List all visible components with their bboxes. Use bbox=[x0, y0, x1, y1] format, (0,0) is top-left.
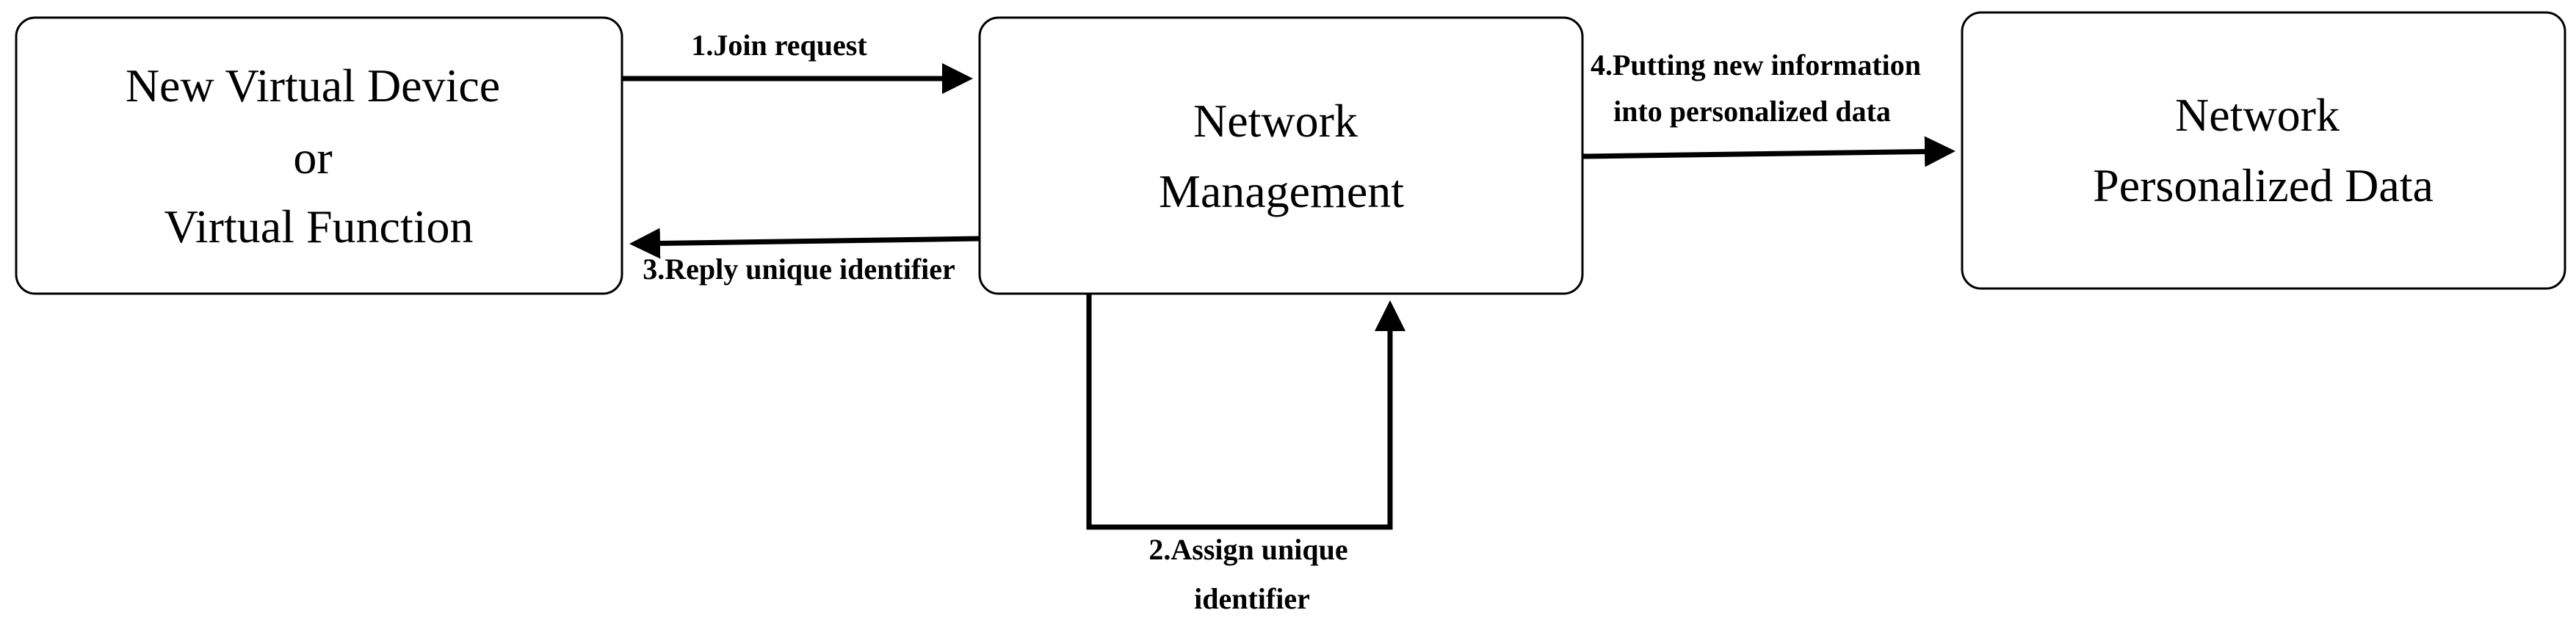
loop-arrow bbox=[1086, 294, 1405, 530]
edge-label-line: 2.Assign unique bbox=[1148, 533, 1347, 566]
edge-reply-unique-identifier: 3.Reply unique identifier bbox=[629, 228, 980, 286]
node-label-line: or bbox=[293, 131, 332, 184]
node-label: Network Management bbox=[1159, 95, 1404, 217]
node-label-line: New Virtual Device bbox=[126, 59, 500, 112]
edge-label-line: 4.Putting new information bbox=[1591, 48, 1921, 81]
edge-label: 2.Assign unique identifier bbox=[1148, 533, 1355, 615]
edge-label: 4.Putting new information into personali… bbox=[1591, 48, 1928, 128]
edge-join-request: 1.Join request bbox=[622, 29, 973, 94]
node-label: New Virtual Device or Virtual Function bbox=[126, 59, 512, 253]
node-new-virtual-device: New Virtual Device or Virtual Function bbox=[15, 16, 623, 295]
node-label-line: Management bbox=[1159, 165, 1404, 217]
node-box bbox=[1961, 11, 2566, 290]
edge-label-line: into personalized data bbox=[1613, 95, 1891, 128]
edge-label-line: 1.Join request bbox=[691, 29, 867, 62]
node-box bbox=[978, 16, 1584, 295]
edge-label: 3.Reply unique identifier bbox=[643, 253, 955, 286]
edge-label-line: 3.Reply unique identifier bbox=[643, 253, 955, 286]
node-box bbox=[15, 16, 623, 295]
edge-putting-new-information: 4.Putting new information into personali… bbox=[1582, 48, 1955, 167]
edge-label-line: identifier bbox=[1194, 582, 1310, 615]
edge-assign-unique-identifier: 2.Assign unique identifier bbox=[1086, 294, 1405, 615]
node-label-line: Virtual Function bbox=[164, 200, 474, 253]
node-label-line: Personalized Data bbox=[2093, 159, 2434, 211]
node-label-line: Network bbox=[1193, 95, 1358, 147]
edge-label: 1.Join request bbox=[691, 29, 867, 62]
node-label-line: Network bbox=[2175, 89, 2340, 141]
node-network-management: Network Management bbox=[978, 16, 1584, 295]
node-label: Network Personalized Data bbox=[2093, 89, 2434, 211]
arrow-right bbox=[1582, 136, 1955, 167]
arrow-left bbox=[629, 228, 980, 259]
node-network-personalized-data: Network Personalized Data bbox=[1961, 11, 2566, 290]
